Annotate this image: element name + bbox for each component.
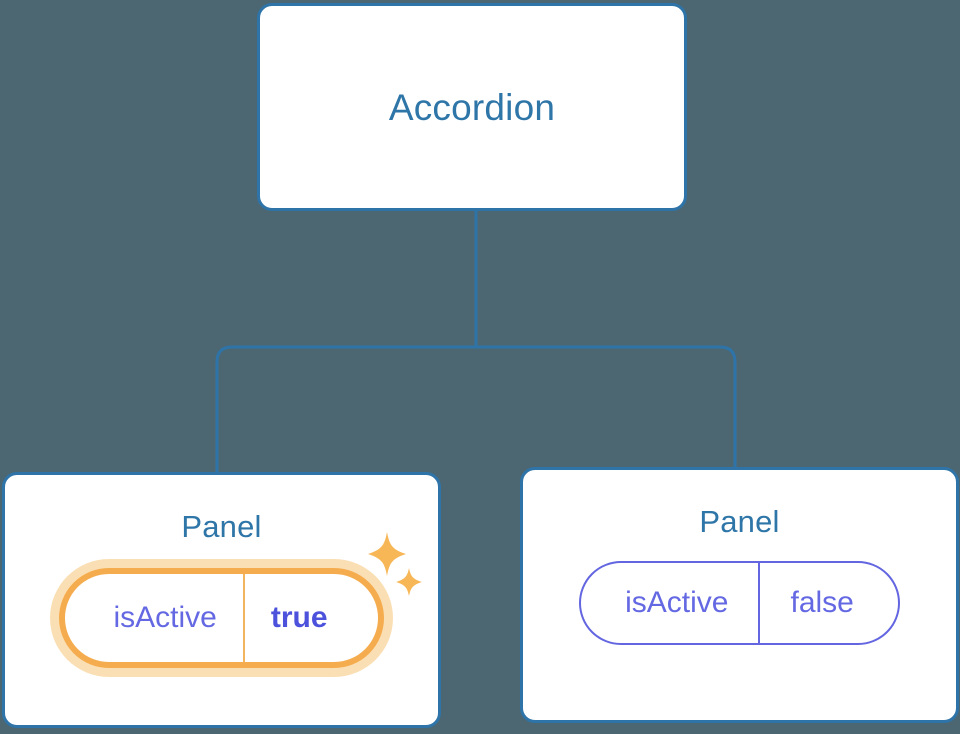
node-accordion[interactable]: Accordion [257,3,687,211]
node-panel-inactive-title: Panel [699,504,780,539]
prop-pill-value: true [242,574,378,662]
node-panel-active-title: Panel [181,509,262,544]
prop-pill-wrapper-inactive: isActive false [579,561,900,645]
prop-pill-key: isActive [113,601,217,634]
node-panel-active[interactable]: Panel isActive true [2,472,441,728]
prop-pill-value: false [758,563,897,643]
prop-pill-is-active-false[interactable]: isActive false [579,561,900,645]
connector-branch-line [215,345,737,480]
node-panel-inactive[interactable]: Panel isActive false [520,467,959,723]
sparkle-group [367,532,428,598]
sparkle-small-icon [395,568,422,596]
sparkle-large-icon [367,532,406,576]
prop-pill-wrapper-active: isActive true [59,532,422,668]
prop-pill-is-active-true[interactable]: isActive true [59,568,384,668]
prop-pill-key: isActive [625,586,729,619]
node-accordion-title: Accordion [388,86,556,128]
